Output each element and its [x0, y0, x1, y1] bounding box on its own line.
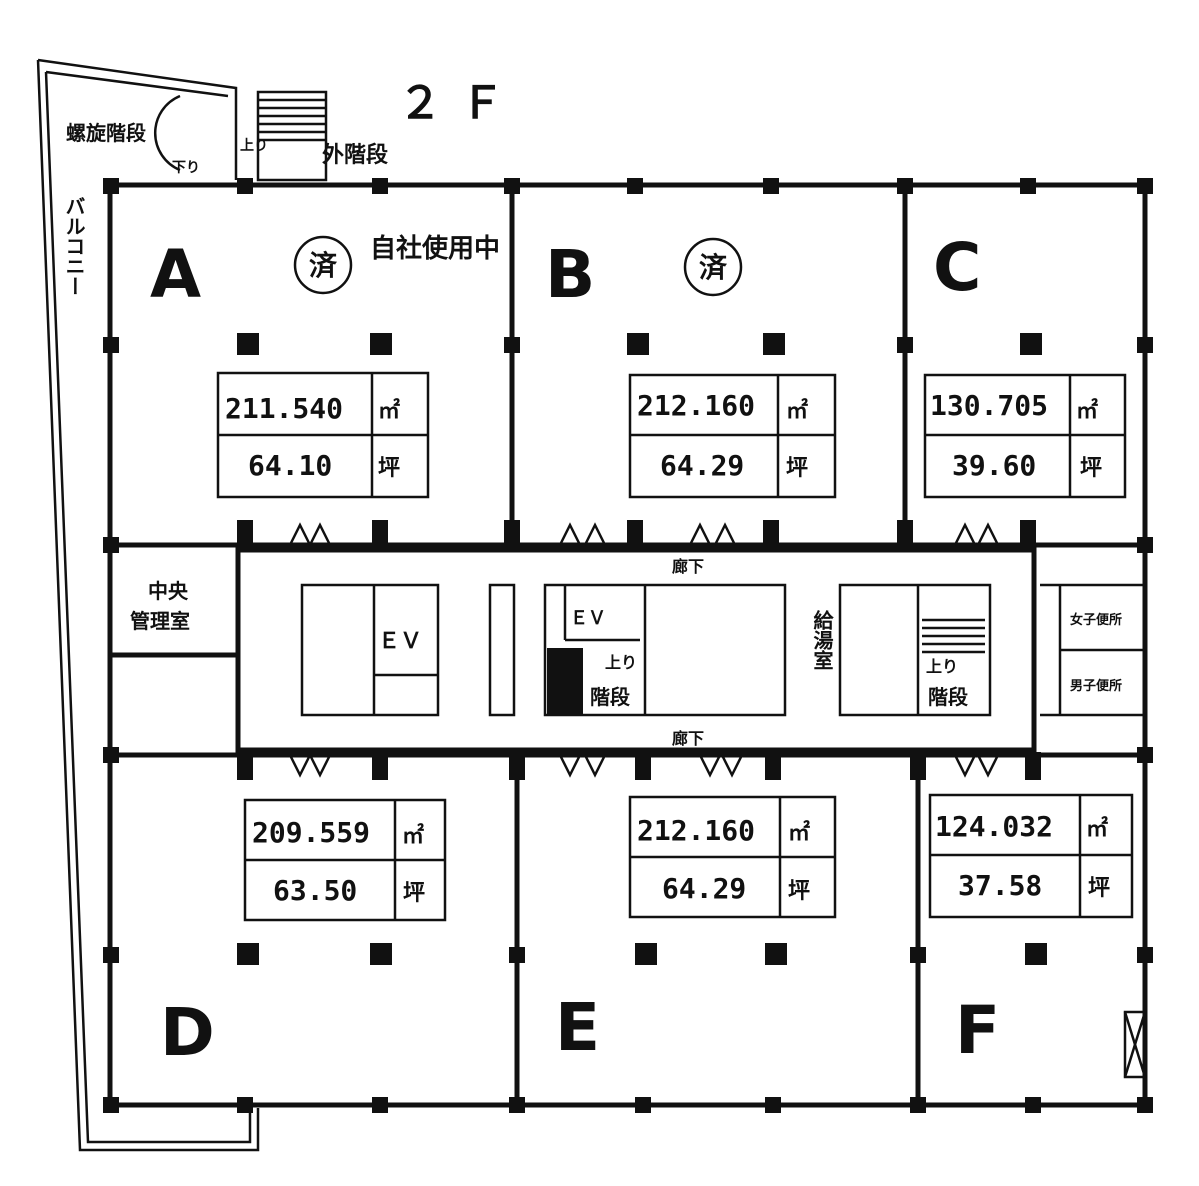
unit-letter-b: B	[545, 236, 595, 313]
label-outer-stairs: 外階段	[322, 142, 388, 168]
ev-shaft-left	[300, 583, 440, 717]
label-up-center: 上り	[605, 653, 637, 672]
area-tsubo-f: 37.58	[958, 869, 1042, 902]
area-tables	[216, 371, 1134, 922]
stamp-a: 済	[309, 249, 338, 282]
area-m2-b: 212.160	[637, 389, 755, 422]
sym-tsubo-d: 坪	[403, 881, 425, 906]
area-tsubo-a: 64.10	[248, 449, 332, 482]
unit-letter-d: D	[160, 994, 215, 1071]
label-up-outer: 上り	[240, 138, 268, 154]
sym-tsubo-b: 坪	[786, 456, 808, 481]
area-m2-c: 130.705	[930, 389, 1048, 422]
label-spiral-stairs: 螺旋階段	[66, 121, 146, 145]
area-tsubo-b: 64.29	[660, 449, 744, 482]
stamp-b: 済	[699, 251, 728, 284]
stairs-hatching-east	[922, 618, 985, 654]
area-m2-a: 211.540	[225, 392, 343, 425]
area-m2-d: 209.559	[252, 816, 370, 849]
unit-letter-c: C	[933, 229, 981, 306]
sym-m2-a: ㎡	[378, 398, 400, 424]
label-mgmt-2: 管理室	[130, 609, 190, 633]
floor-label: ２Ｆ	[398, 78, 522, 129]
label-ev-center: ＥＶ	[570, 608, 606, 629]
shaft-f	[1123, 1010, 1147, 1079]
area-m2-f: 124.032	[935, 810, 1053, 843]
unit-letter-e: E	[555, 989, 600, 1066]
note-a: 自社使用中	[370, 233, 500, 264]
area-tsubo-e: 64.29	[662, 872, 746, 905]
core-rooms	[543, 583, 787, 717]
unit-letter-f: F	[955, 992, 1000, 1069]
sym-m2-b: ㎡	[786, 398, 808, 424]
sym-m2-f: ㎡	[1086, 816, 1108, 842]
area-m2-e: 212.160	[637, 814, 755, 847]
label-balcony: バルコニー	[62, 196, 86, 296]
columns	[103, 178, 1153, 1113]
sym-tsubo-a: 坪	[378, 456, 400, 481]
stamp-circle-a	[293, 235, 353, 295]
sym-tsubo-f: 坪	[1088, 876, 1110, 901]
sym-m2-e: ㎡	[788, 820, 810, 846]
sym-m2-d: ㎡	[402, 823, 424, 849]
label-down: 下り	[172, 160, 200, 176]
central-core	[235, 547, 1037, 753]
spiral-stair	[153, 94, 181, 172]
label-men-wc: 男子便所	[1070, 678, 1122, 694]
label-stairs-center: 階段	[590, 685, 630, 709]
sym-m2-c: ㎡	[1076, 398, 1098, 424]
label-kitchen: 給湯室	[810, 609, 834, 670]
label-mgmt-1: 中央	[148, 579, 189, 603]
area-tsubo-c: 39.60	[952, 449, 1036, 482]
balcony-outline	[36, 58, 260, 1152]
sym-tsubo-c: 坪	[1080, 456, 1102, 481]
label-corridor-top: 廊下	[672, 557, 704, 576]
outer-stair-hatching	[258, 98, 326, 142]
label-stairs-east: 階段	[928, 685, 968, 709]
label-women-wc: 女子便所	[1070, 612, 1122, 628]
label-up-east: 上り	[926, 657, 958, 676]
sym-tsubo-e: 坪	[788, 879, 810, 904]
label-ev-left: ＥＶ	[378, 629, 422, 654]
door-swings	[288, 522, 1000, 778]
duct	[488, 583, 516, 717]
outer-stair	[256, 90, 328, 182]
stairs-hatching-center	[547, 648, 583, 714]
label-corridor-bottom: 廊下	[672, 729, 704, 748]
area-tsubo-d: 63.50	[273, 874, 357, 907]
east-stair-room	[838, 583, 992, 717]
unit-letter-a: A	[150, 236, 201, 313]
stamp-circle-b	[683, 237, 743, 297]
